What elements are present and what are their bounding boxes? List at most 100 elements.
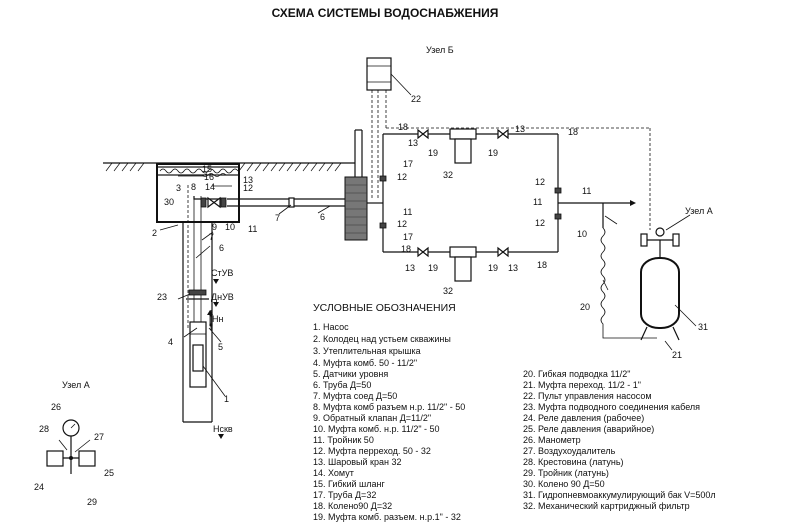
legend-right-item: 30. Колено 90 Д=50 [523,479,605,489]
callout-12-b: 12 [397,172,407,182]
pump-height-label: Нн [212,314,223,324]
callout-31: 31 [698,322,708,332]
callout-20: 20 [580,302,590,312]
node-a-label: Узел А [685,206,713,216]
legend-left-item: 13. Шаровый кран 32 [313,457,401,467]
callout-numbers: 1 2 3 4 5 6 6 7 7 8 9 10 10 11 11 11 11 … [34,94,708,507]
callout-32-b: 32 [443,286,453,296]
callout-16: 16 [204,172,214,182]
callout-18-b: 18 [568,127,578,137]
callout-10-b: 10 [577,229,587,239]
legend-left-item: 18. Колено90 Д=32 [313,501,392,511]
legend-left-item: 9. Обратный клапан Д=11/2" [313,413,431,423]
callout-25: 25 [104,468,114,478]
callout-11-c: 11 [533,197,542,207]
callout-17-b: 17 [403,232,413,242]
legend-right-item: 22. Пульт управления насосом [523,391,652,401]
callout-19-b: 19 [488,148,498,158]
callout-15: 15 [202,164,212,174]
legend-right-item: 25. Реле давления (аварийное) [523,424,654,434]
distribution-manifold [367,128,636,282]
callout-8: 8 [191,182,196,192]
legend: УСЛОВНЫЕ ОБОЗНАЧЕНИЯ 1. Насос 2. Колодец… [313,302,716,522]
house-wall [344,129,368,241]
node-a-detail [46,419,96,474]
node-a-detail-label: Узел А [62,380,90,390]
callout-13-b: 13 [408,138,418,148]
callout-10-a: 10 [225,222,235,232]
dynamic-level-label: ДнУВ [211,292,234,302]
callout-12-d: 12 [535,177,545,187]
legend-left-item: 8. Муфта комб разъем н.р. 11/2" - 50 [313,402,465,412]
callout-7-a: 7 [275,213,280,223]
callout-19-c: 19 [428,263,438,273]
callout-29: 29 [87,497,97,507]
legend-left-item: 14. Хомут [313,468,354,478]
legend-left-item: 11. Тройник 50 [313,435,374,445]
legend-right-item: 28. Крестовина (латунь) [523,457,624,467]
callout-14: 14 [205,182,215,192]
borehole [182,185,213,423]
callout-26: 26 [51,402,61,412]
callout-5: 5 [218,342,223,352]
callout-22: 22 [411,94,421,104]
callout-9: 9 [212,222,217,232]
supply-pipe-50 [193,173,345,209]
callout-24: 24 [34,482,44,492]
legend-left-item: 10. Муфта комб. н.р. 11/2" - 50 [313,424,440,434]
callout-21: 21 [672,350,682,360]
callout-32-a: 32 [443,170,453,180]
legend-left-item: 6. Труба Д=50 [313,380,371,390]
callout-4: 4 [168,337,173,347]
legend-left-item: 2. Колодец над устьем скважины [313,334,451,344]
callout-11-a: 11 [248,224,257,234]
static-level-label: СтУВ [211,268,233,278]
legend-left-item: 1. Насос [313,322,349,332]
callout-13-e: 13 [508,263,518,273]
callout-12-a: 12 [243,183,253,193]
callout-18-d: 18 [537,260,547,270]
callout-2: 2 [152,228,157,238]
callout-18-a: 18 [398,122,408,132]
legend-left-item: 17. Труба Д=32 [313,490,376,500]
callout-11-b: 11 [403,207,412,217]
callout-11-d: 11 [582,186,591,196]
legend-title: УСЛОВНЫЕ ОБОЗНАЧЕНИЯ [313,302,456,314]
callout-7-b: 7 [209,232,214,242]
legend-right-item: 31. Гидропневмоаккумулирующий бак V=500л [523,490,716,500]
legend-right-item: 20. Гибкая подводка 11/2" [523,369,630,379]
well-pit [156,163,240,223]
legend-left-item: 7. Муфта соед Д=50 [313,391,397,401]
callout-13-c: 13 [515,124,525,134]
callout-6-a: 6 [320,212,325,222]
pump-control-panel [366,57,651,230]
callout-28: 28 [39,424,49,434]
legend-right-item: 27. Воздухоудалитель [523,446,616,456]
callout-3: 3 [176,183,181,193]
callout-27: 27 [94,432,104,442]
callout-13-a: 13 [243,175,253,185]
node-b-label: Узел Б [426,45,454,55]
callout-30: 30 [164,197,174,207]
flexible-hose [600,227,657,339]
legend-left-item: 12. Муфта перреход. 50 - 32 [313,446,431,456]
callout-19-d: 19 [488,263,498,273]
callout-12-c: 12 [397,219,407,229]
legend-right-item: 26. Манометр [523,435,581,445]
callout-19-a: 19 [428,148,438,158]
callout-13-d: 13 [405,263,415,273]
well-depth-label: Нскв [213,424,233,434]
callout-17-a: 17 [403,159,413,169]
legend-right-item: 24. Реле давления (рабочее) [523,413,644,423]
callout-23: 23 [157,292,167,302]
legend-left-item: 15. Гибкий шланг [313,479,386,489]
legend-right-item: 23. Муфта подводного соединения кабеля [523,402,700,412]
legend-right-item: 21. Муфта переход. 11/2 - 1" [523,380,641,390]
accumulator-tank [640,227,680,341]
level-marks [207,279,224,439]
callout-1: 1 [224,394,229,404]
legend-left-item: 4. Муфта комб. 50 - 11/2" [313,358,417,368]
leader-lines [159,73,697,397]
